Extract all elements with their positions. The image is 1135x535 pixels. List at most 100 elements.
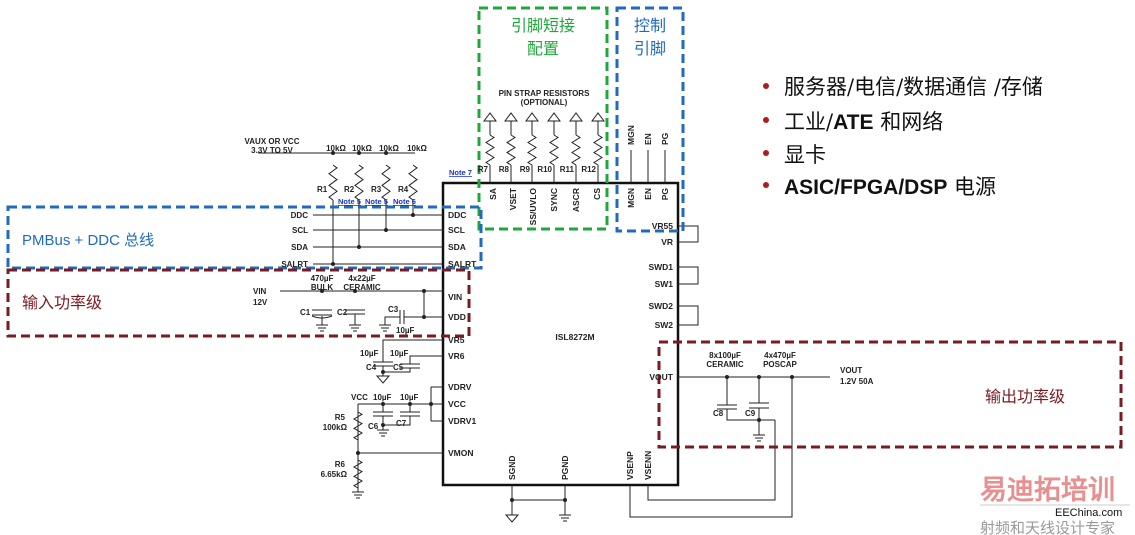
- pin-sw1: SW1: [655, 279, 674, 289]
- bullet-dot: [763, 182, 769, 188]
- ceramic-label: CERAMIC: [343, 283, 381, 292]
- watermark-slogan: 射频和天线设计专家: [980, 519, 1115, 535]
- scl-signal: SCL: [292, 226, 308, 235]
- ic-name: ISL8272M: [555, 332, 594, 342]
- bullet-1: 服务器/电信/数据通信 /存储: [784, 75, 1043, 99]
- pin-strap-region: [477, 6, 609, 231]
- watermark-logo: 易迪拓培训 EEChina.com 射频和天线设计专家: [980, 475, 1130, 535]
- pin-strap-title: 引脚短接: [511, 16, 575, 35]
- bullet-3: 显卡: [784, 143, 826, 167]
- pin-vsenp: VSENP: [625, 451, 635, 480]
- control-title-2: 引脚: [634, 39, 666, 58]
- junction-dot: [331, 262, 335, 266]
- control-mgn: MGN: [626, 125, 636, 145]
- resistors: [328, 112, 605, 489]
- c4-label: C4: [366, 363, 377, 372]
- junction-dot: [422, 289, 426, 293]
- resistor-r3: [381, 164, 391, 201]
- pin-strap-title-2: 配置: [527, 39, 559, 58]
- note-5-link-2[interactable]: Note 5: [365, 197, 388, 206]
- junction-dot: [429, 402, 433, 406]
- resistor-r12: [593, 134, 603, 166]
- wires: [258, 150, 830, 523]
- pin-vr6: VR6: [448, 351, 465, 361]
- watermark-brand: 易迪拓培训: [980, 475, 1115, 506]
- pin-salrt: SALRT: [448, 259, 477, 269]
- r7-label: R7: [478, 165, 489, 174]
- bullet-2: 工业/ATE 和网络: [784, 110, 943, 134]
- input-label: 输入功率级: [22, 293, 102, 312]
- pin-vr55: VR55: [652, 221, 674, 231]
- pin-swd1: SWD1: [648, 262, 673, 272]
- input-power-region: [6, 268, 471, 338]
- bullet-2-suffix: 和网络: [874, 110, 944, 134]
- sda-signal: SDA: [291, 243, 308, 252]
- pin-cs: CS: [592, 188, 602, 200]
- bullet-2-prefix: 工业/: [784, 110, 834, 134]
- r11-label: R11: [560, 165, 575, 174]
- c2-label: C2: [337, 308, 348, 317]
- resistor-r6: [353, 459, 363, 489]
- supply-range: 3.3V TO 5V: [251, 146, 293, 155]
- junction-dots: [320, 151, 794, 502]
- r5-value: 100kΩ: [323, 423, 348, 432]
- c7-label: C7: [396, 419, 407, 428]
- pin-ascr: ASCR: [571, 188, 581, 212]
- junction-dot: [510, 498, 514, 502]
- resistor-r9: [527, 134, 537, 166]
- pin-vmon: VMON: [448, 448, 474, 458]
- note-5-link[interactable]: Note 5: [338, 197, 361, 206]
- vout-rating: 1.2V 50A: [840, 377, 874, 386]
- c5-label: C5: [393, 363, 404, 372]
- c6-value: 10µF: [373, 393, 392, 402]
- r1-label: R1: [317, 185, 328, 194]
- bullet-2-bold: ATE: [833, 111, 873, 134]
- bullet-dot: [763, 83, 769, 89]
- junction-dot: [790, 375, 794, 379]
- resistor-r8: [506, 134, 516, 166]
- pin-pgnd: PGND: [560, 455, 570, 480]
- poscap-value: 4x470µF: [764, 351, 796, 360]
- supply-arrow-icon: [525, 112, 539, 122]
- control-en: EN: [643, 133, 653, 145]
- junction-dot: [356, 451, 360, 455]
- pin-scl: SCL: [448, 225, 465, 235]
- resistor-r4: [408, 164, 418, 201]
- pin-ddc: DDC: [448, 210, 466, 220]
- c3-label: C3: [388, 305, 399, 314]
- r3-value: 10kΩ: [379, 144, 399, 153]
- ic-body: [441, 181, 680, 487]
- poscap-label: POSCAP: [763, 360, 797, 369]
- bulk-value: 470µF: [311, 274, 334, 283]
- pin-mgn: MGN: [626, 188, 636, 208]
- bullet-4: ASIC/FPGA/DSP 电源: [784, 175, 996, 199]
- c5-value: 10µF: [390, 349, 409, 358]
- junction-dot: [381, 402, 385, 406]
- r2-label: R2: [344, 185, 355, 194]
- junction-dot: [381, 370, 385, 374]
- pmbus-region: [6, 205, 483, 270]
- r8-label: R8: [499, 165, 510, 174]
- watermark-site: EEChina.com: [1055, 507, 1122, 519]
- bullet-4-bold: ASIC/FPGA/DSP: [784, 176, 947, 199]
- out-ceramic-value: 8x100µF: [709, 351, 741, 360]
- junction-dot: [408, 402, 412, 406]
- r10-label: R10: [537, 165, 552, 174]
- r6-value: 6.65kΩ: [321, 470, 348, 479]
- note-6-link[interactable]: Note 6: [393, 197, 416, 206]
- pin-vdrv1: VDRV1: [448, 416, 476, 426]
- ic-pin-labels: DDCSCLSDASALRTVINVDDVR5VR6VDRVVCCVDRV1VM…: [448, 125, 674, 480]
- control-pins-region: [615, 6, 685, 233]
- r6-label: R6: [335, 460, 346, 469]
- junction-dot: [353, 289, 357, 293]
- pin-vset: VSET: [508, 187, 518, 210]
- out-ceramic-label: CERAMIC: [706, 360, 744, 369]
- note-7-link[interactable]: Note 7: [449, 168, 472, 177]
- resistor-r1: [328, 164, 338, 201]
- pmbus-label: PMBus + DDC 总线: [22, 232, 154, 249]
- resistor-r11: [571, 134, 581, 166]
- junction-dot: [384, 151, 388, 155]
- pin-vr5: VR5: [448, 335, 465, 345]
